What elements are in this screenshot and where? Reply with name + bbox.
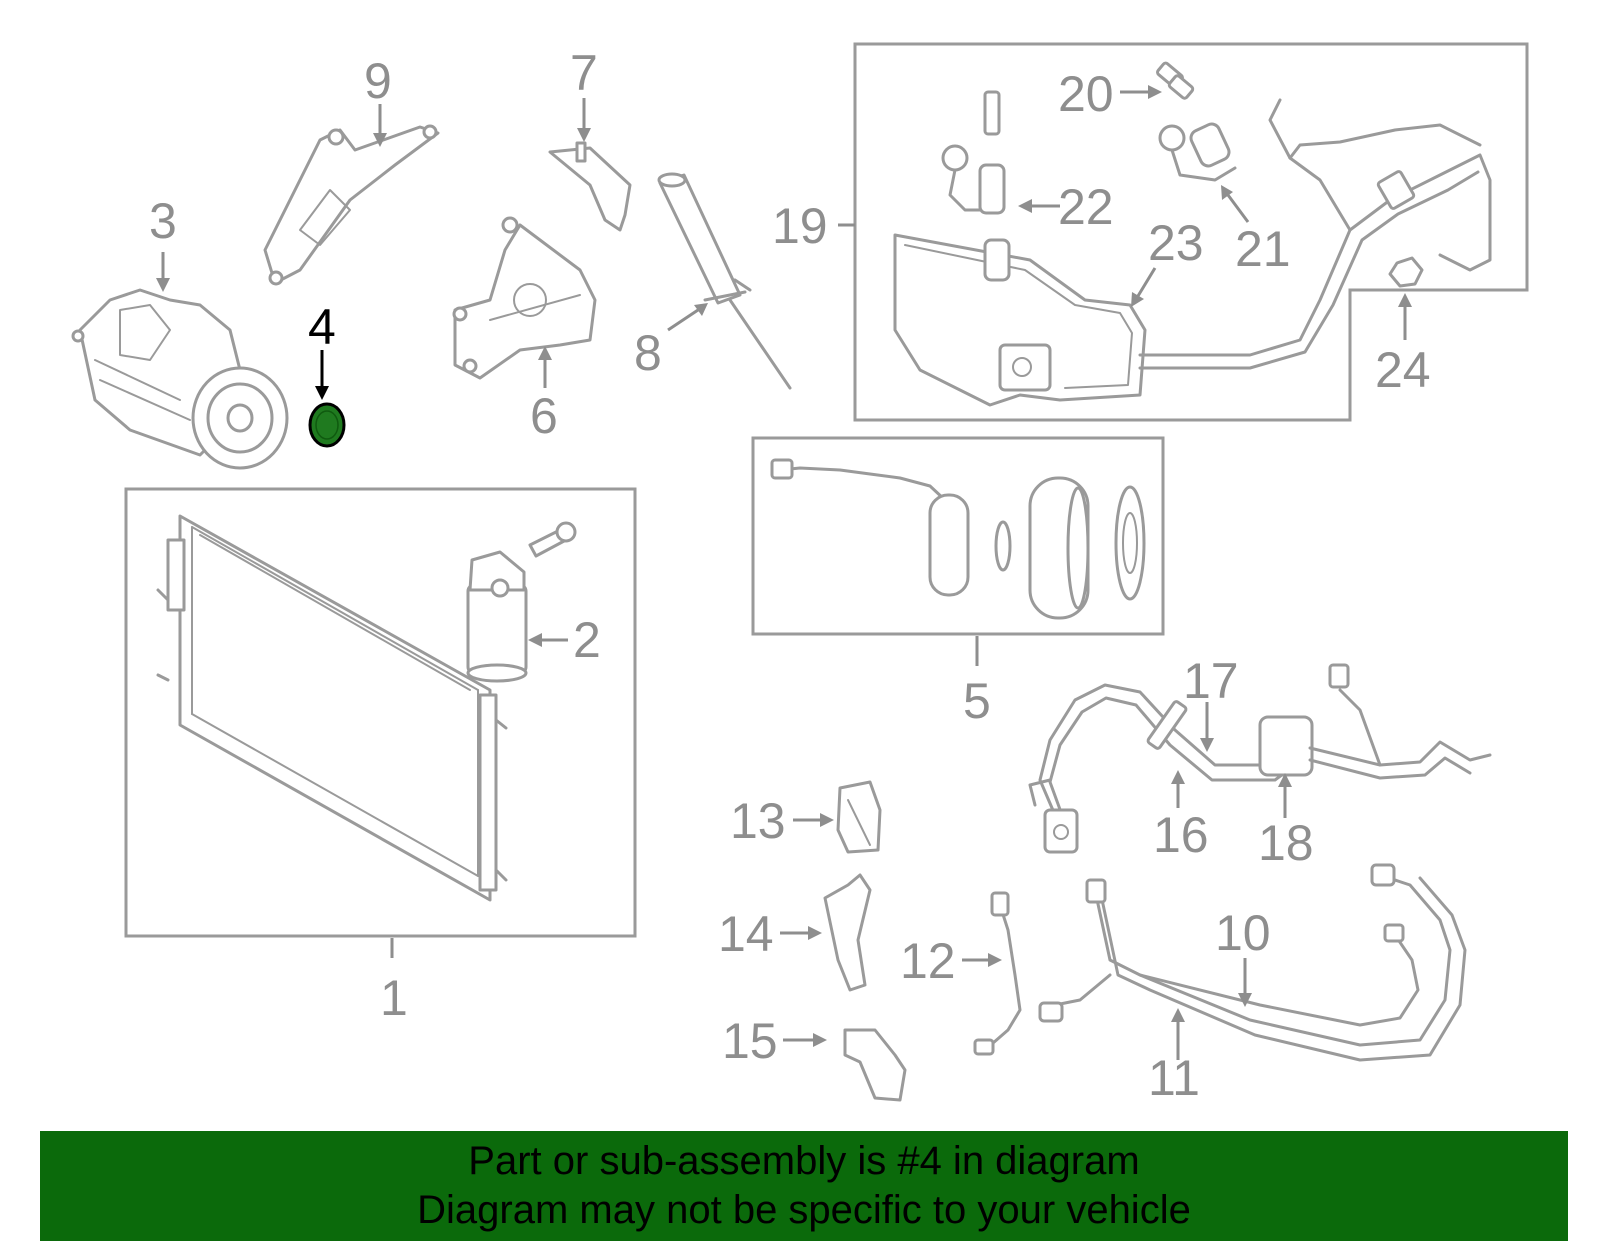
- banner-line-1: Part or sub-assembly is #4 in diagram: [468, 1139, 1140, 1183]
- part-clutch-assembly[interactable]: [770, 458, 1146, 620]
- frame-line-group: [853, 42, 1529, 422]
- part-receiver-drier[interactable]: [466, 521, 577, 683]
- frame-clutch-group: [751, 436, 1165, 636]
- callout-20: 20: [1058, 66, 1114, 122]
- callout-7: 7: [570, 45, 598, 101]
- callout-8: 8: [634, 325, 662, 381]
- part-sensor-harness[interactable]: [973, 891, 1022, 1056]
- callout-19: 19: [772, 198, 828, 254]
- part-mounting-bracket[interactable]: [452, 216, 597, 380]
- part-discharge-line[interactable]: [1038, 863, 1467, 1062]
- part-bracket[interactable]: [263, 124, 440, 286]
- callout-12: 12: [900, 933, 956, 989]
- callout-11: 11: [1148, 1050, 1200, 1106]
- part-accumulator[interactable]: [657, 172, 792, 390]
- banner-line-2: Diagram may not be specific to your vehi…: [417, 1188, 1191, 1232]
- callout-17: 17: [1183, 653, 1239, 709]
- part-bracket-13[interactable]: [836, 780, 882, 854]
- callout-23: 23: [1148, 215, 1204, 271]
- callout-1: 1: [380, 970, 408, 1026]
- part-nut-24[interactable]: [1388, 256, 1424, 288]
- part-heat-shield[interactable]: [548, 141, 632, 232]
- callout-22: 22: [1058, 179, 1114, 235]
- part-condenser[interactable]: [156, 514, 508, 902]
- callout-18: 18: [1258, 815, 1314, 871]
- part-service-valve-21[interactable]: [1158, 121, 1237, 182]
- callout-2: 2: [573, 612, 601, 668]
- callout-9: 9: [364, 53, 392, 109]
- callout-14: 14: [718, 906, 774, 962]
- callout-10: 10: [1215, 905, 1271, 961]
- callout-labels: 1 2 3 4 5 6 7 8 9 10 11 12 13 14 15 16 1…: [149, 45, 1431, 1106]
- callout-4: 4: [308, 299, 336, 355]
- callout-13: 13: [730, 793, 786, 849]
- part-suction-line[interactable]: [1028, 663, 1492, 854]
- part-seal-highlighted[interactable]: [308, 402, 346, 448]
- callout-15: 15: [722, 1013, 778, 1069]
- part-compressor[interactable]: [71, 288, 289, 470]
- callout-24: 24: [1375, 342, 1431, 398]
- callout-leaders: [156, 85, 1412, 1060]
- callout-21: 21: [1235, 221, 1291, 277]
- part-bracket-14[interactable]: [823, 873, 872, 992]
- part-o-ring-fitting-20[interactable]: [1156, 61, 1195, 100]
- callout-3: 3: [149, 193, 177, 249]
- callout-5: 5: [963, 673, 991, 729]
- callout-16: 16: [1153, 807, 1209, 863]
- part-evaporator-line-assembly[interactable]: [893, 98, 1492, 407]
- frame-condenser-group: [124, 487, 637, 938]
- info-banner: Part or sub-assembly is #4 in diagram Di…: [40, 1131, 1568, 1241]
- part-bracket-15[interactable]: [843, 1028, 907, 1102]
- callout-6: 6: [530, 388, 558, 444]
- part-service-valve-22[interactable]: [941, 90, 1006, 215]
